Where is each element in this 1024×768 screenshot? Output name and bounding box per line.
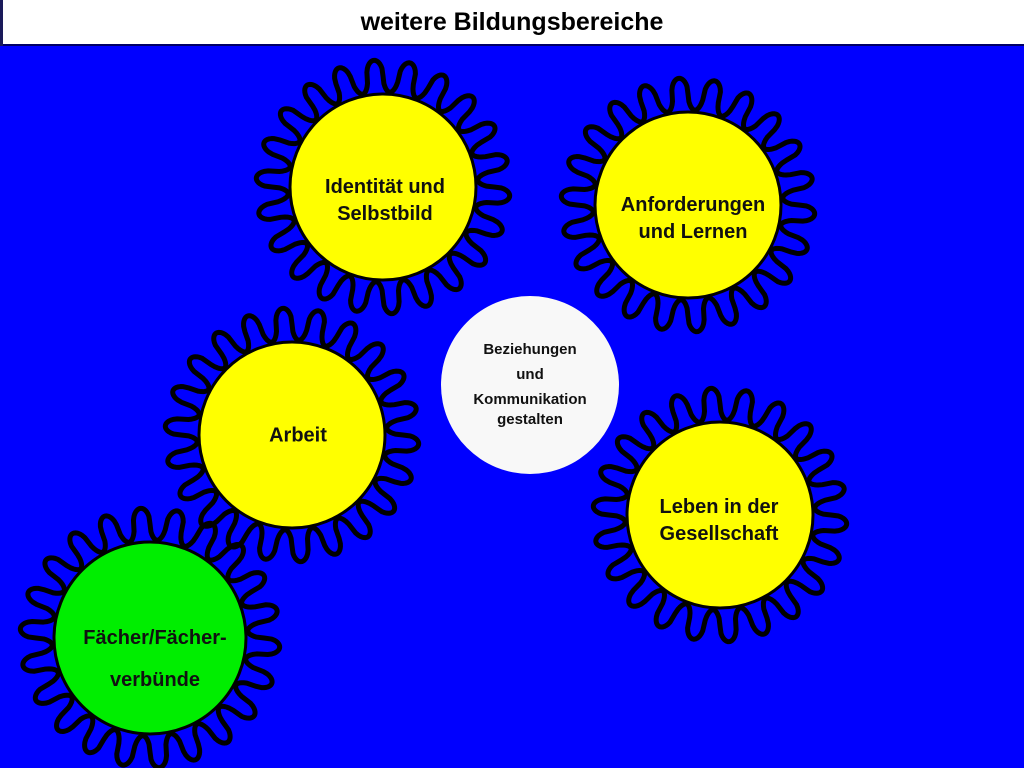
arbeit-gear-teeth (162, 305, 422, 565)
faecher-label-line-1: Fächer/Fächer- (83, 627, 227, 649)
beziehungen-circle (441, 296, 619, 474)
page-title: weitere Bildungsbereiche (360, 8, 664, 36)
beziehungen-label-line-3: Kommunikation (473, 391, 587, 408)
anforderungen-gear-teeth (558, 75, 818, 335)
faecher-label-line-2: verbünde (109, 669, 201, 691)
gesellschaft-label-line-2: Gesellschaft (659, 523, 779, 545)
identitaet-label-line-1: Identität und (325, 176, 445, 198)
gesellschaft-label: Leben in der Gesellschaft (660, 494, 779, 548)
beziehungen-label: Beziehungen und Kommunikation gestalten (473, 340, 586, 430)
faecher-circle (52, 540, 248, 736)
identitaet-label: Identität und Selbstbild (325, 174, 445, 228)
gesellschaft-label-line-1: Leben in der (659, 496, 779, 518)
faecher-label: Fächer/Fächer- verbünde (83, 617, 226, 701)
gesellschaft-gear-teeth (590, 385, 850, 645)
gesellschaft-circle (625, 420, 815, 610)
arbeit-label: Arbeit (269, 423, 327, 450)
identitaet-label-line-2: Selbstbild (337, 203, 433, 225)
identitaet-circle (288, 92, 478, 282)
identitaet-gear-teeth (253, 57, 513, 317)
beziehungen-label-line-2: und (516, 366, 544, 383)
anforderungen-circle (593, 110, 783, 300)
anforderungen-label-line-1: Anforderungen (620, 194, 766, 216)
arbeit-circle (197, 340, 387, 530)
beziehungen-label-line-4: gestalten (497, 411, 563, 428)
faecher-gear-teeth (17, 505, 283, 768)
arbeit-label-line-1: Arbeit (269, 424, 327, 447)
title-bar: weitere Bildungsbereiche (0, 0, 1024, 46)
anforderungen-label: Anforderungen und Lernen (621, 192, 765, 246)
title-bar-edge (0, 0, 3, 46)
beziehungen-label-line-1: Beziehungen (483, 341, 577, 358)
anforderungen-label-line-2: und Lernen (638, 221, 748, 243)
